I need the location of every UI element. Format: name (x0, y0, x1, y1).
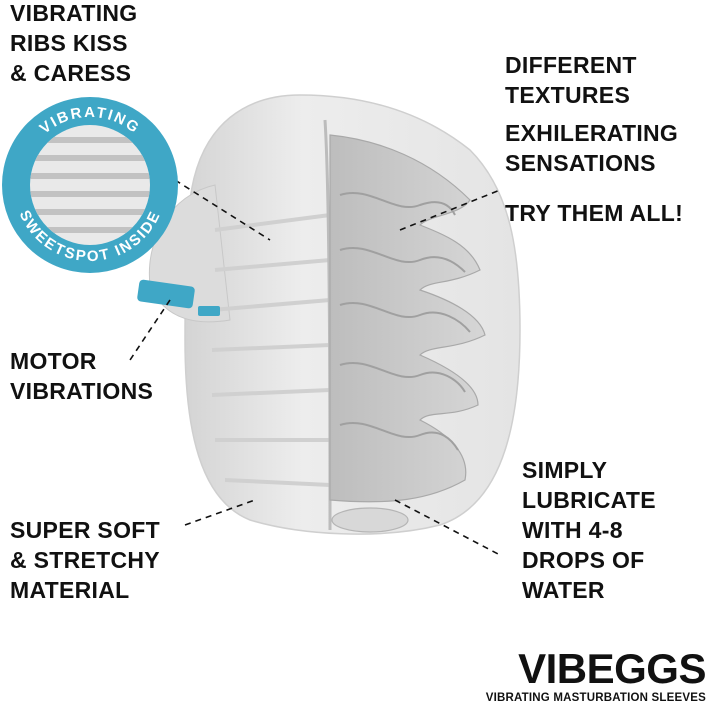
sweetspot-badge: VIBRATING SWEETSPOT INSIDE (2, 97, 178, 273)
callout-motor-line: VIBRATIONS (10, 378, 154, 404)
callout-sensations-line: EXHILERATING (505, 120, 679, 146)
callout-ribs-line: VIBRATING (10, 0, 138, 26)
callout-lubricate: SIMPLY LUBRICATE WITH 4-8 DROPS OF WATER (522, 455, 656, 605)
callout-material-line: SUPER SOFT (10, 517, 160, 543)
callout-lubricate-line: LUBRICATE (522, 487, 656, 513)
leader-lines (129, 179, 501, 556)
callout-material-line: & STRETCHY (10, 547, 160, 573)
callout-lubricate-line: DROPS OF (522, 547, 645, 573)
brand-logo: VIBEGGS VIBRATING MASTURBATION SLEEVES (485, 645, 707, 705)
callout-ribs-line: & CARESS (10, 60, 132, 86)
callout-sensations-line: SENSATIONS (505, 150, 656, 176)
callout-material: SUPER SOFT & STRETCHY MATERIAL (10, 515, 160, 605)
brand-tagline: VIBRATING MASTURBATION SLEEVES (485, 692, 706, 704)
callout-try-line: TRY THEM ALL! (505, 200, 684, 226)
callout-textures-line: DIFFERENT (505, 52, 637, 78)
callout-ribs-line: RIBS KISS (10, 30, 128, 56)
callout-motor-line: MOTOR (10, 348, 97, 374)
callout-material-line: MATERIAL (10, 577, 130, 603)
callout-sensations: EXHILERATING SENSATIONS (505, 118, 678, 178)
brand-name: VIBEGGS (518, 645, 706, 692)
callout-lubricate-line: WITH 4-8 (522, 517, 623, 543)
callout-lubricate-line: SIMPLY (522, 457, 608, 483)
callout-motor: MOTOR VIBRATIONS (10, 346, 153, 406)
callout-textures: DIFFERENT TEXTURES (505, 50, 637, 110)
egg-sleeve (137, 94, 521, 535)
motor-icon (137, 279, 220, 316)
callout-textures-line: TEXTURES (505, 82, 631, 108)
callout-ribs: VIBRATING RIBS KISS & CARESS (10, 0, 138, 88)
callout-lubricate-line: WATER (522, 577, 605, 603)
callout-try: TRY THEM ALL! (505, 198, 683, 228)
